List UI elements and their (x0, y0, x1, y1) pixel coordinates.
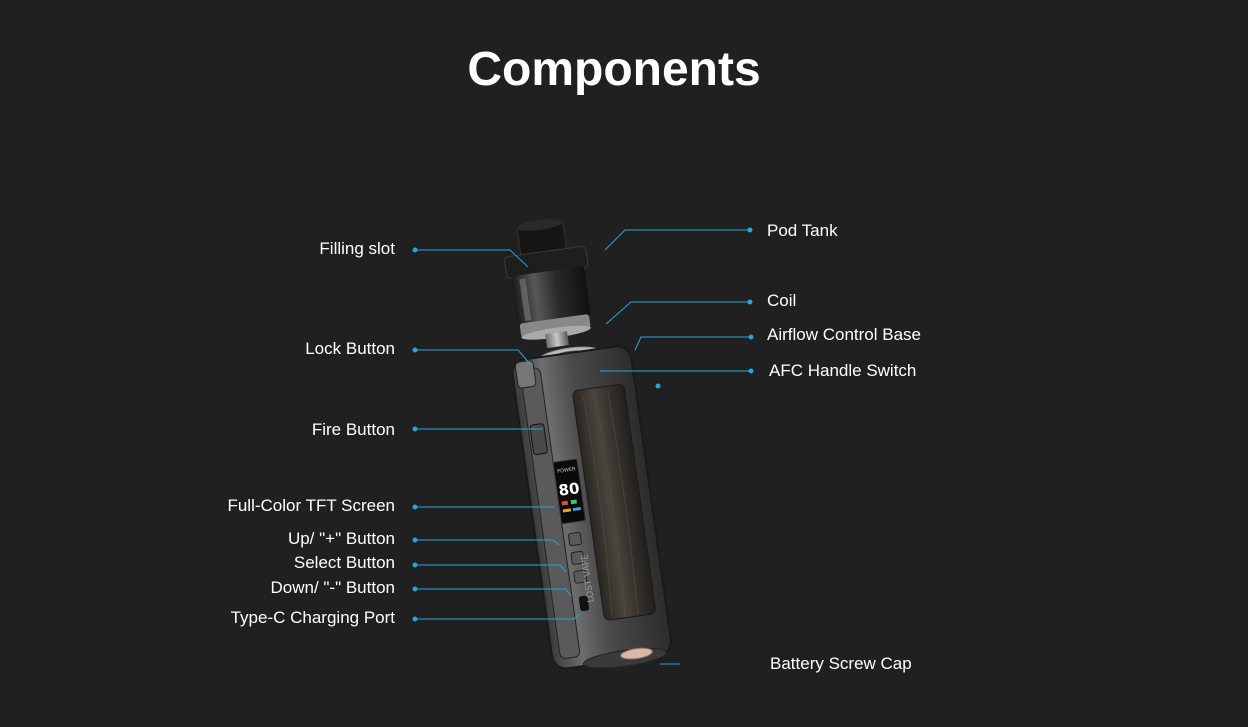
type-c-port-shape (577, 594, 591, 613)
label-select-button: Select Button (293, 553, 395, 572)
fire-button-shape (529, 423, 548, 456)
label-down-button: Down/ "-" Button (270, 578, 395, 597)
screen-mode-text: POWER (557, 466, 577, 475)
screen-value-text: 80 (557, 479, 580, 500)
label-battery-cap: Battery Screw Cap (770, 654, 912, 673)
coil (545, 331, 569, 349)
label-type-c-port: Type-C Charging Port (230, 608, 395, 627)
label-afc-switch: AFC Handle Switch (769, 361, 917, 380)
select-button-shape (570, 550, 585, 565)
callout-lines (415, 229, 751, 665)
label-tft-screen: Full-Color TFT Screen (227, 496, 395, 515)
label-airflow-base: Airflow Control Base (767, 325, 922, 344)
page-title: Components (467, 43, 761, 96)
up-button-shape (567, 532, 582, 547)
lock-button-shape (514, 360, 537, 389)
vape-device: POWER 80 LOST VAPE (504, 218, 673, 670)
label-filling-slot: Filling slot (319, 239, 395, 258)
down-button-shape (573, 569, 588, 584)
label-pod-tank: Pod Tank (767, 221, 838, 240)
wood-panel (572, 384, 656, 621)
callout-dots (412, 227, 754, 622)
label-lock-button: Lock Button (305, 339, 395, 358)
tank-glass (511, 266, 591, 326)
label-up-button: Up/ "+" Button (287, 529, 395, 548)
label-fire-button: Fire Button (311, 420, 395, 439)
label-coil: Coil (767, 291, 797, 310)
